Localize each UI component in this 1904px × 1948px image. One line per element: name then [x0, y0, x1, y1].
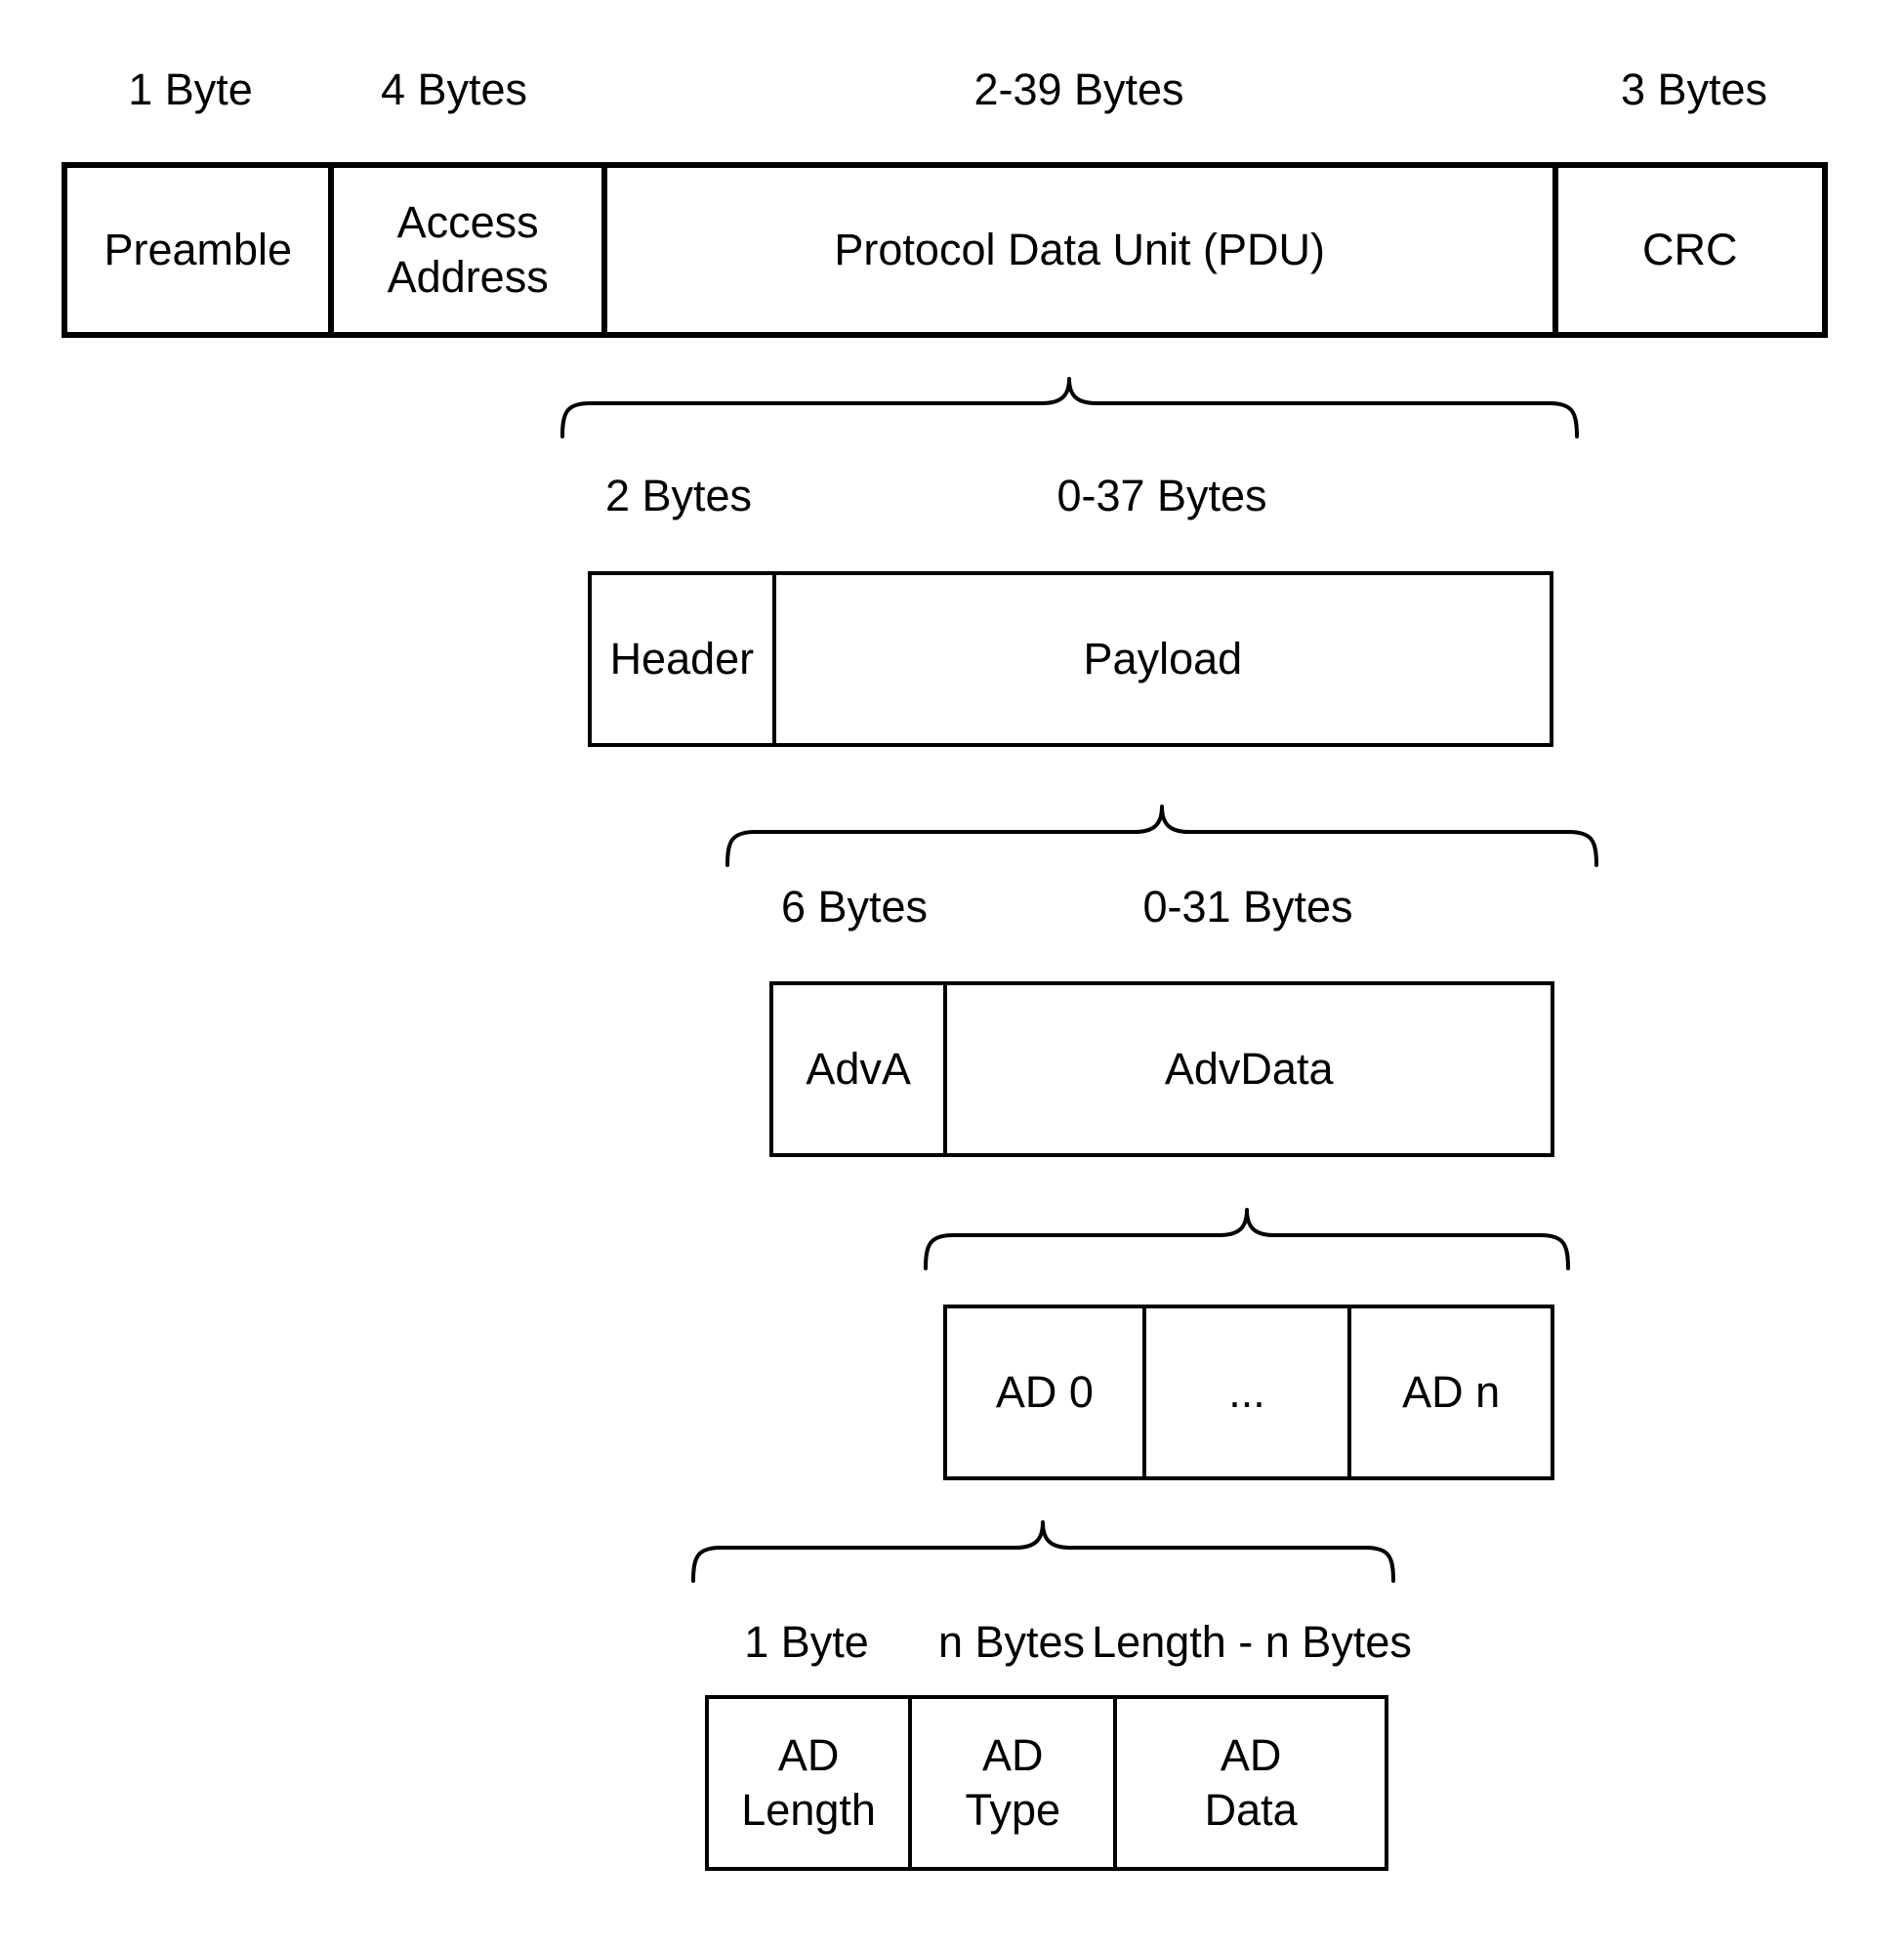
size-label-payload: 0-37 Bytes — [1056, 471, 1267, 520]
adn-box: AD n — [1347, 1308, 1551, 1476]
size-label-pdu: 2-39 Bytes — [973, 64, 1184, 114]
pdu-contents-row: Header Payload — [588, 571, 1553, 747]
crc-label: CRC — [1642, 225, 1738, 274]
size-label-preamble: 1 Byte — [128, 64, 253, 114]
size-label-ad-length: 1 Byte — [744, 1617, 869, 1667]
size-label-crc: 3 Bytes — [1620, 64, 1768, 114]
packet-row: Preamble Access Address Protocol Data Un… — [62, 162, 1828, 338]
ad-data-label: AD Data — [1204, 1730, 1298, 1835]
header-box: Header — [592, 575, 772, 743]
pdu-label: Protocol Data Unit (PDU) — [834, 225, 1326, 274]
ad-data-box: AD Data — [1113, 1699, 1385, 1867]
access-address-label: Access Address — [387, 197, 549, 302]
advdata-label: AdvData — [1164, 1044, 1334, 1094]
ad-length-box: AD Length — [709, 1699, 908, 1867]
size-label-advdata: 0-31 Bytes — [1142, 882, 1353, 932]
preamble-label: Preamble — [103, 225, 293, 274]
preamble-box: Preamble — [67, 168, 328, 332]
ad-type-box: AD Type — [908, 1699, 1113, 1867]
ad-ellipsis-box: ... — [1141, 1308, 1348, 1476]
pdu-brace — [560, 377, 1579, 438]
payload-box: Payload — [771, 575, 1550, 743]
ad-structure-row: AD Length AD Type AD Data — [705, 1695, 1388, 1871]
size-label-adva: 6 Bytes — [780, 882, 929, 932]
header-label: Header — [609, 634, 755, 684]
adn-label: AD n — [1402, 1367, 1501, 1417]
ad-length-label: AD Length — [741, 1730, 876, 1835]
access-address-box: Access Address — [328, 168, 600, 332]
advdata-box: AdvData — [943, 985, 1551, 1153]
advdata-brace — [924, 1208, 1570, 1270]
pdu-box: Protocol Data Unit (PDU) — [600, 168, 1552, 332]
size-label-ad-type: n Bytes — [937, 1617, 1086, 1667]
size-label-header: 2 Bytes — [604, 471, 753, 520]
payload-brace — [725, 805, 1598, 867]
advdata-contents-row: AD 0 ... AD n — [943, 1305, 1554, 1480]
crc-box: CRC — [1552, 168, 1822, 332]
ad0-brace — [691, 1520, 1395, 1583]
payload-label: Payload — [1083, 634, 1243, 684]
ad-type-label: AD Type — [965, 1730, 1061, 1835]
size-label-ad-data: Length - n Bytes — [1092, 1617, 1412, 1667]
ad0-box: AD 0 — [947, 1308, 1142, 1476]
size-label-access-address: 4 Bytes — [380, 64, 528, 114]
adva-label: AdvA — [806, 1044, 911, 1094]
ad0-label: AD 0 — [995, 1367, 1094, 1417]
adva-box: AdvA — [773, 985, 943, 1153]
payload-contents-row: AdvA AdvData — [769, 981, 1554, 1157]
ad-ellipsis-label: ... — [1228, 1367, 1265, 1417]
